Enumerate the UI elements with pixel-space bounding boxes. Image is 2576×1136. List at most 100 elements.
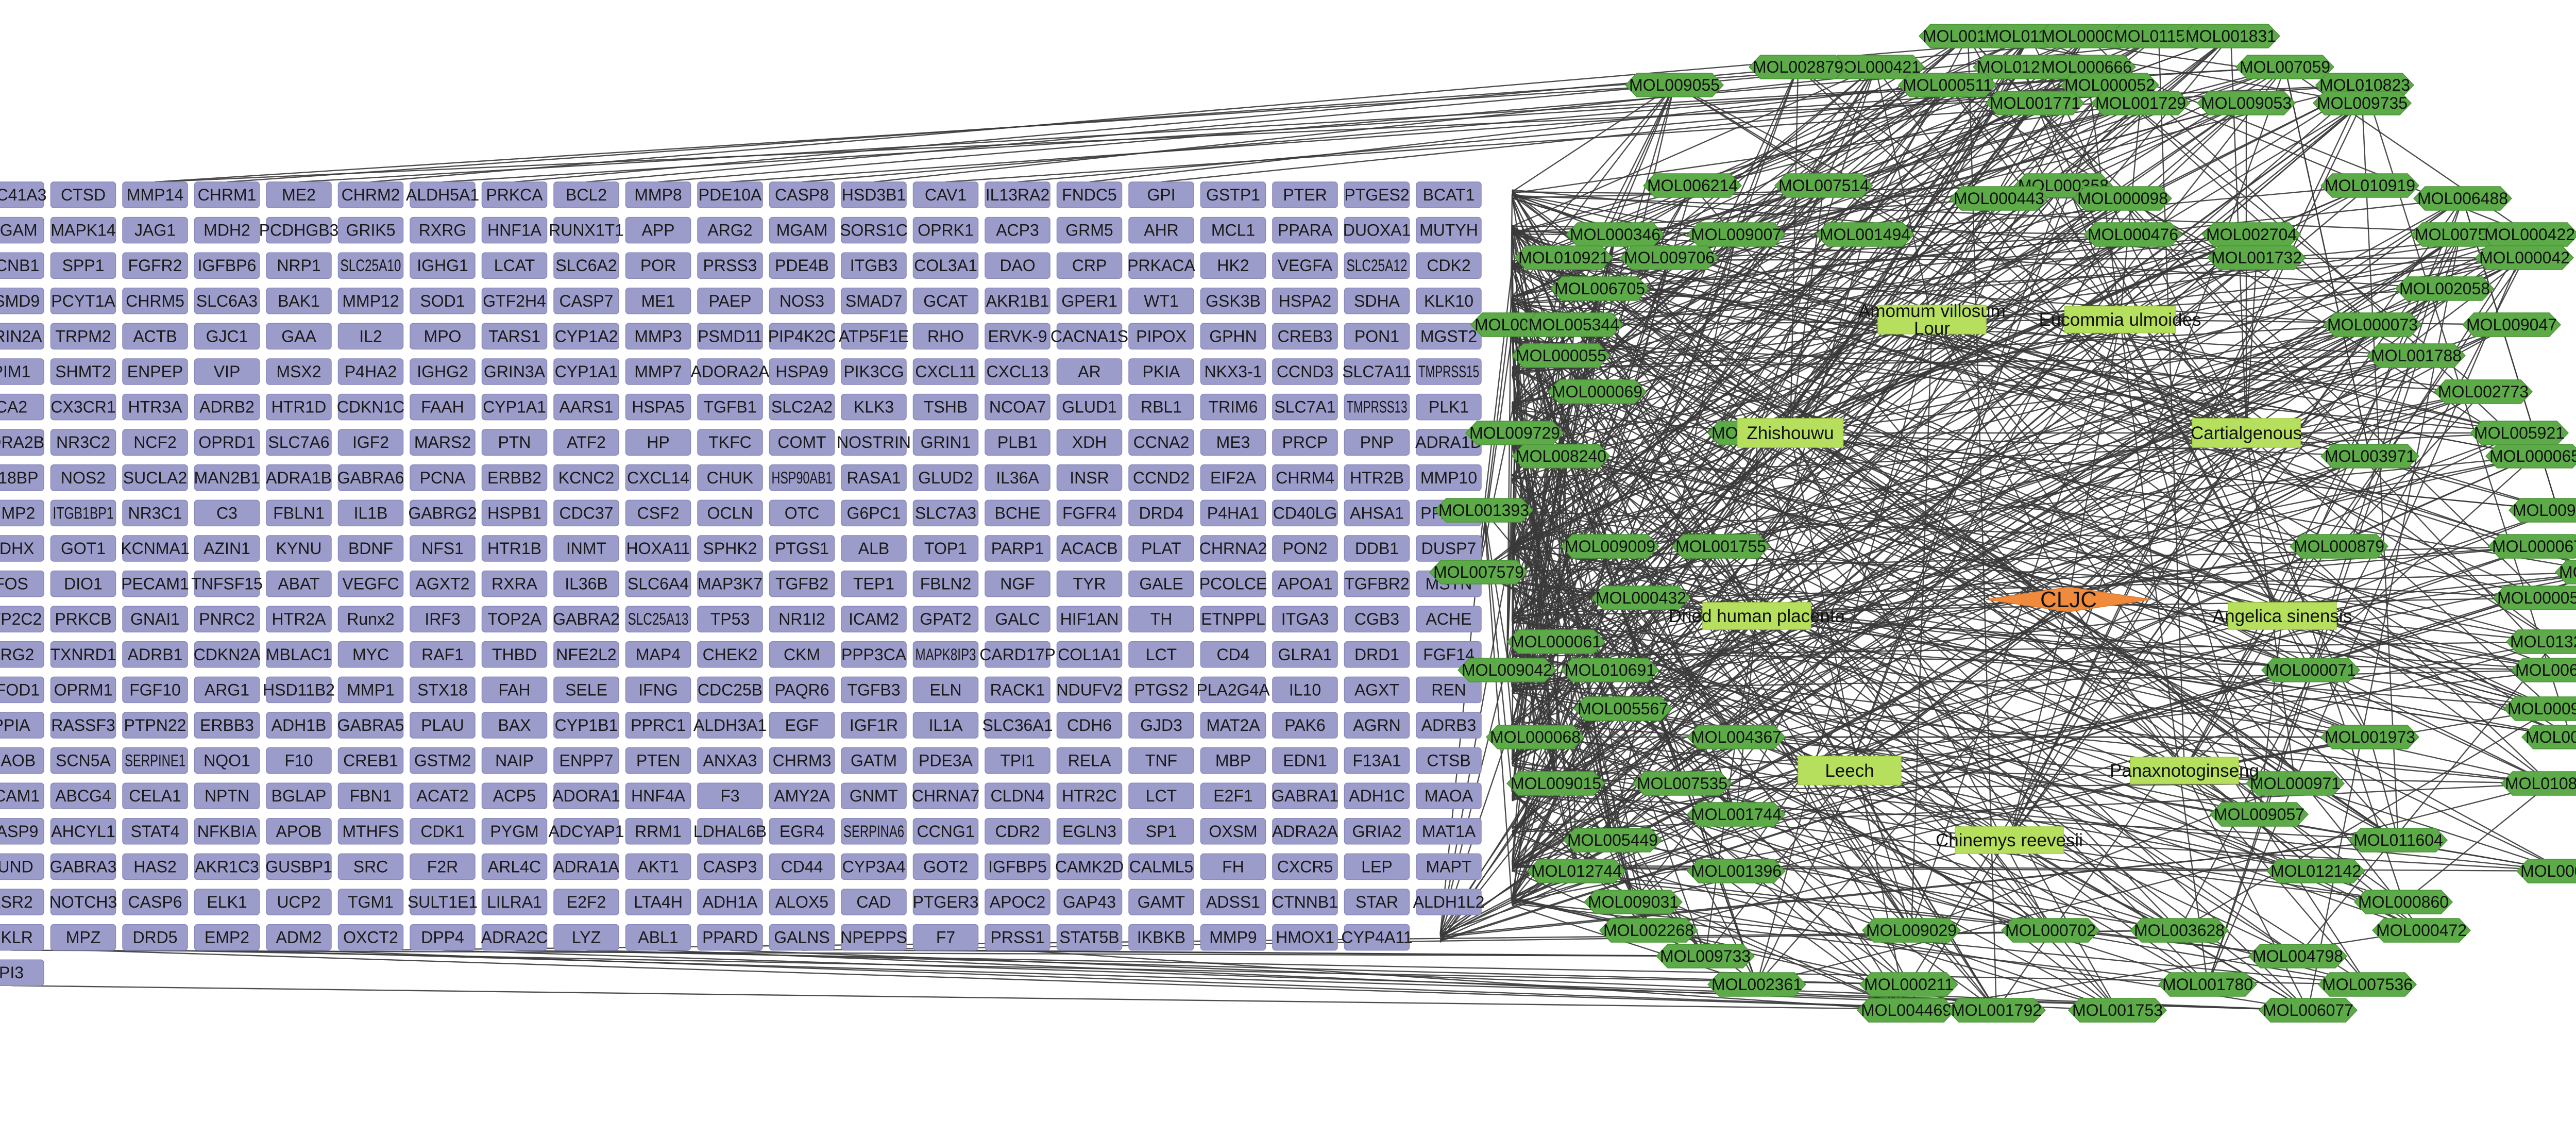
target-node-akt1[interactable]: AKT1 <box>625 853 691 880</box>
compound-node-mol009007[interactable]: MOL009007 <box>1686 222 1786 247</box>
target-node-parp1[interactable]: PARP1 <box>985 535 1050 562</box>
compound-node-mol003628[interactable]: MOL003628 <box>2129 918 2229 943</box>
target-node-casp6[interactable]: CASP6 <box>122 889 188 915</box>
target-node-apoa1[interactable]: APOA1 <box>1272 570 1338 597</box>
compound-node-mol005921[interactable]: MOL005921 <box>2469 421 2569 445</box>
compound-node-mol000073[interactable]: MOL000073 <box>2323 312 2422 337</box>
target-node-maoa[interactable]: MAOA <box>1416 782 1482 809</box>
target-node-egr4[interactable]: EGR4 <box>769 818 835 845</box>
target-node-rela[interactable]: RELA <box>1056 747 1123 774</box>
target-node-col1a1[interactable]: COL1A1 <box>1056 641 1123 668</box>
target-node-mpz[interactable]: MPZ <box>50 924 116 951</box>
compound-node-mol001973[interactable]: MOL001973 <box>2320 725 2420 749</box>
target-node-adm2[interactable]: ADM2 <box>266 924 332 951</box>
target-node-mmp3[interactable]: MMP3 <box>625 323 691 350</box>
target-node-atp5f1e[interactable]: ATP5F1E <box>839 323 909 350</box>
target-node-creb1[interactable]: CREB1 <box>337 747 404 774</box>
target-node-adra2b[interactable]: ADRA2B <box>0 429 44 456</box>
target-node-ptn[interactable]: PTN <box>481 429 548 456</box>
compound-node-mol000476[interactable]: MOL000476 <box>2083 222 2183 247</box>
target-node-gria2[interactable]: GRIA2 <box>1344 818 1410 845</box>
target-node-hspa9[interactable]: HSPA9 <box>769 358 835 385</box>
target-node-agxt[interactable]: AGXT <box>1344 676 1410 704</box>
target-node-gfod1[interactable]: GFOD1 <box>0 676 44 704</box>
target-node-nos2[interactable]: NOS2 <box>50 464 116 491</box>
target-node-il1b[interactable]: IL1B <box>337 499 404 527</box>
target-node-ifng[interactable]: IFNG <box>625 676 691 704</box>
target-node-pipox[interactable]: PIPOX <box>1128 323 1194 350</box>
target-node-card17p[interactable]: CARD17P <box>979 641 1056 668</box>
target-node-gphn[interactable]: GPHN <box>1200 323 1266 350</box>
target-node-pygm[interactable]: PYGM <box>481 818 548 845</box>
target-node-fgfr2[interactable]: FGFR2 <box>122 252 188 279</box>
compound-node-mol000067[interactable]: MOL000067 <box>2487 534 2576 559</box>
target-node-pla2g4a[interactable]: PLA2G4A <box>1196 676 1270 704</box>
compound-node-mol001393[interactable]: MOL001393 <box>1434 498 1534 523</box>
target-node-jag1[interactable]: JAG1 <box>122 216 188 244</box>
target-node-il36a[interactable]: IL36A <box>985 464 1050 491</box>
target-node-msx2[interactable]: MSX2 <box>266 358 332 385</box>
target-node-gstp1[interactable]: GSTP1 <box>1200 181 1266 208</box>
target-node-chuk[interactable]: CHUK <box>697 464 763 491</box>
target-node-ccna2[interactable]: CCNA2 <box>1128 429 1194 456</box>
herb-node-zhishouwu[interactable]: Zhishouwu <box>1737 418 1844 448</box>
target-node-grm5[interactable]: GRM5 <box>1056 216 1123 244</box>
target-node-prcp[interactable]: PRCP <box>1272 429 1338 456</box>
target-node-tgm1[interactable]: TGM1 <box>337 889 404 915</box>
target-node-scn5a[interactable]: SCN5A <box>50 747 116 774</box>
compound-node-mol000069[interactable]: MOL000069 <box>1547 379 1647 404</box>
target-node-insr[interactable]: INSR <box>1056 464 1123 491</box>
target-node-app[interactable]: APP <box>625 216 691 244</box>
target-node-nqo1[interactable]: NQO1 <box>194 747 260 774</box>
target-node-tep1[interactable]: TEP1 <box>841 570 907 597</box>
target-node-sp1[interactable]: SP1 <box>1128 818 1194 845</box>
compound-node-mol000971[interactable]: MOL000971 <box>2245 771 2345 796</box>
target-node-casp7[interactable]: CASP7 <box>553 288 619 314</box>
target-node-rrm1[interactable]: RRM1 <box>625 818 691 845</box>
target-node-hspb1[interactable]: HSPB1 <box>481 499 548 527</box>
target-node-rasa1[interactable]: RASA1 <box>841 464 907 491</box>
target-node-serpine1[interactable]: SERPINE1 <box>122 747 188 774</box>
compound-node-mol006705[interactable]: MOL006705 <box>1550 276 1650 301</box>
target-node-lta4h[interactable]: LTA4H <box>625 889 691 915</box>
target-node-comt[interactable]: COMT <box>769 429 835 456</box>
target-node-adrb3[interactable]: ADRB3 <box>1416 712 1482 739</box>
compound-node-mol000511[interactable]: MOL000511 <box>1897 73 1997 97</box>
target-node-fgfr4[interactable]: FGFR4 <box>1056 499 1123 527</box>
target-node-pde10a[interactable]: PDE10A <box>697 181 763 208</box>
compound-node-mol000422[interactable]: MOL000422 <box>2480 222 2576 247</box>
compound-node-mol001771[interactable]: MOL001771 <box>1985 91 2085 115</box>
compound-node-mol001494[interactable]: MOL001494 <box>1815 222 1915 247</box>
target-node-lyz[interactable]: LYZ <box>553 924 619 951</box>
target-node-mars2[interactable]: MARS2 <box>410 429 476 456</box>
target-node-itga3[interactable]: ITGA3 <box>1272 606 1338 632</box>
target-node-arl4c[interactable]: ARL4C <box>481 853 548 880</box>
target-node-nfe2l2[interactable]: NFE2L2 <box>553 641 619 668</box>
target-node-cdk2[interactable]: CDK2 <box>1416 252 1482 279</box>
target-node-fh[interactable]: FH <box>1200 853 1266 880</box>
target-node-calml5[interactable]: CALML5 <box>1128 853 1194 880</box>
target-node-bdnf[interactable]: BDNF <box>337 535 404 562</box>
target-node-rho[interactable]: RHO <box>912 323 979 350</box>
compound-node-mol007579[interactable]: MOL007579 <box>1429 560 1529 584</box>
target-node-mmp12[interactable]: MMP12 <box>337 288 404 314</box>
target-node-ucp2[interactable]: UCP2 <box>266 889 332 915</box>
compound-node-mol009729[interactable]: MOL009729 <box>1465 421 1565 445</box>
target-node-dao[interactable]: DAO <box>985 252 1050 279</box>
target-node-sod1[interactable]: SOD1 <box>410 288 476 314</box>
target-node-anxa3[interactable]: ANXA3 <box>697 747 763 774</box>
target-node-plat[interactable]: PLAT <box>1128 535 1194 562</box>
target-node-cyp1a2[interactable]: CYP1A2 <box>553 323 619 350</box>
target-node-map3k7[interactable]: MAP3K7 <box>697 570 763 597</box>
target-node-fah[interactable]: FAH <box>481 676 548 704</box>
compound-node-mol007536[interactable]: MOL007536 <box>2317 972 2417 997</box>
target-node-col3a1[interactable]: COL3A1 <box>912 252 979 279</box>
target-node-prkcb[interactable]: PRKCB <box>50 606 116 632</box>
target-node-ocln[interactable]: OCLN <box>697 499 763 527</box>
target-node-rbl1[interactable]: RBL1 <box>1128 393 1194 421</box>
target-node-slc36a1[interactable]: SLC36A1 <box>982 712 1053 739</box>
target-node-htr2b[interactable]: HTR2B <box>1344 464 1410 491</box>
compound-node-mol007059[interactable]: MOL007059 <box>2235 55 2335 79</box>
target-node-adora2a[interactable]: ADORA2A <box>691 358 770 385</box>
target-node-pde3a[interactable]: PDE3A <box>912 747 979 774</box>
